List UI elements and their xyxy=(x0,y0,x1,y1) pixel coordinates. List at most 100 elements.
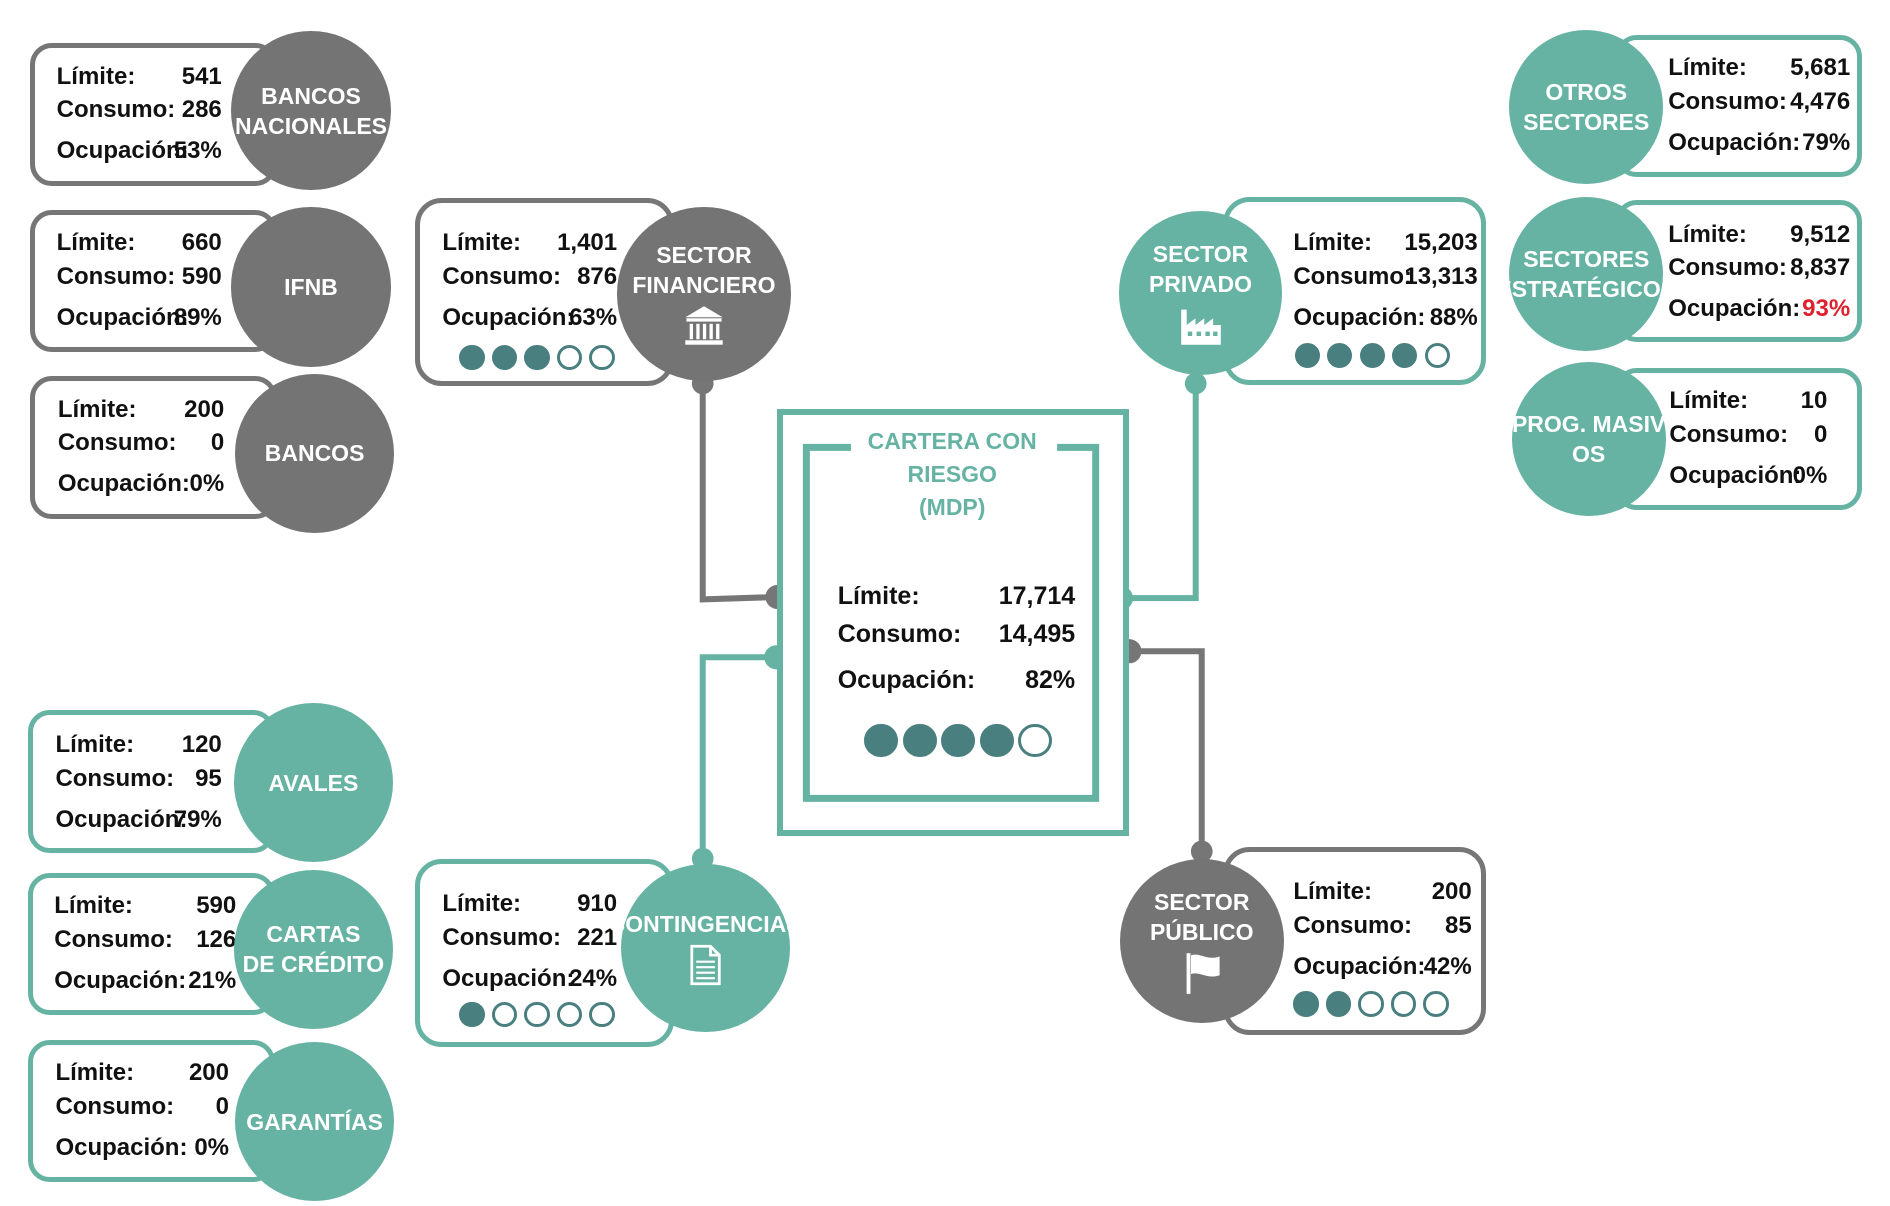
center-score xyxy=(864,723,1053,758)
consumo-label: Consumo: xyxy=(1668,254,1787,282)
bancos-circle[interactable]: BANCOS xyxy=(235,373,395,533)
garantias-name: GARANTÍAS xyxy=(246,1108,383,1135)
ocupacion-label: Ocupación: xyxy=(1668,129,1801,157)
score-dot-filled xyxy=(1327,342,1353,368)
consumo-value: 14,495 xyxy=(998,619,1076,648)
ocupacion-label: Ocupación: xyxy=(55,805,188,833)
score-dot-filled xyxy=(1294,342,1320,368)
cartas_de_credito-circle[interactable]: CARTAS DE CRÉDITO xyxy=(233,869,393,1029)
ocupacion-row: Ocupación:89% xyxy=(57,304,222,338)
score-dot-empty xyxy=(1390,991,1417,1017)
score-dot-empty xyxy=(491,1002,518,1028)
ocupacion-label: Ocupación: xyxy=(1669,461,1802,489)
sector_financiero-name: SECTOR FINANCIERO xyxy=(632,242,776,299)
ocupacion-value: 0% xyxy=(194,1133,229,1161)
limite-row: Límite:590 xyxy=(54,892,236,926)
limite-label: Límite: xyxy=(57,395,137,423)
sectores_estrategicos-name: SECTORES ESTRATÉGICOS xyxy=(1496,245,1677,302)
ocupacion-row: Ocupación:24% xyxy=(442,965,617,999)
ifnb-circle[interactable]: IFNB xyxy=(231,207,391,367)
prog_masivos-circle[interactable]: PROG. MASIV OS xyxy=(1511,361,1666,517)
consumo-value: 0 xyxy=(215,1092,229,1120)
limite-label: Límite: xyxy=(442,229,522,257)
score-dot-empty xyxy=(1424,342,1450,368)
consumo-label: Consumo: xyxy=(56,262,176,290)
document-icon xyxy=(690,944,721,985)
consumo-row: Consumo:8,837 xyxy=(1668,254,1850,288)
ocupacion-value: 82% xyxy=(1025,665,1076,694)
sector_financiero-circle[interactable]: SECTOR FINANCIERO xyxy=(617,207,791,382)
ocupacion-row: Ocupación:88% xyxy=(1293,304,1477,338)
consumo-row: Consumo:126 xyxy=(54,926,236,960)
cartas_de_credito-name: CARTAS DE CRÉDITO xyxy=(242,921,385,978)
limite-row: Límite: 200 xyxy=(58,396,224,430)
score-dot-filled xyxy=(979,723,1014,758)
score-dot-empty xyxy=(1423,991,1449,1017)
ocupacion-label: Ocupación: xyxy=(1668,295,1801,323)
ocupacion-value: 24% xyxy=(569,964,618,992)
consumo-label: Consumo: xyxy=(442,923,562,951)
consumo-value: 13,313 xyxy=(1404,262,1478,290)
garantias-circle[interactable]: GARANTÍAS xyxy=(235,1042,395,1202)
consumo-row: Consumo:95 xyxy=(55,765,221,799)
ocupacion-row: Ocupación:63% xyxy=(442,304,617,338)
consumo-label: Consumo: xyxy=(54,926,173,954)
consumo-row: Consumo:13,313 xyxy=(1293,263,1477,297)
consumo-value: 8,837 xyxy=(1790,254,1851,282)
bank-icon xyxy=(685,306,723,345)
ocupacion-label: Ocupación: xyxy=(56,137,189,165)
consumo-value: 876 xyxy=(577,262,618,290)
score-dot-filled xyxy=(941,723,976,758)
limite-value: 17,714 xyxy=(998,582,1076,611)
contingencias-name: CONTINGENCIAS xyxy=(608,910,802,937)
score-dot-filled xyxy=(1392,342,1418,368)
ocupacion-label: Ocupación: xyxy=(55,1133,188,1161)
contingencias-score xyxy=(459,1002,615,1028)
limite-label: Límite: xyxy=(55,730,135,758)
limite-value: 15,203 xyxy=(1404,229,1478,257)
sector_privado-score xyxy=(1294,342,1450,368)
otros_sectores-circle[interactable]: OTROS SECTORES xyxy=(1509,30,1664,185)
limite-row: Límite:9,512 xyxy=(1668,221,1850,255)
bancos_nacionales-circle[interactable]: BANCOS NACIONALES xyxy=(231,31,391,191)
score-dot-filled xyxy=(491,344,518,371)
ocupacion-value: 79% xyxy=(173,805,222,833)
consumo-label: Consumo: xyxy=(442,262,562,290)
ocupacion-row: Ocupación:0% xyxy=(58,470,224,504)
avales-circle[interactable]: AVALES xyxy=(233,703,393,863)
ocupacion-value: 21% xyxy=(188,967,237,995)
center-title: CARTERA CON RIESGO (MDP) xyxy=(867,427,1037,520)
sector_privado-circle[interactable]: SECTOR PRIVADO xyxy=(1118,211,1283,375)
sector_privado-name: SECTOR PRIVADO xyxy=(1148,241,1253,298)
ocupacion-value: 79% xyxy=(1802,129,1851,157)
limite-value: 200 xyxy=(188,1058,229,1086)
consumo-label: Consumo: xyxy=(1293,262,1412,290)
score-dot-filled xyxy=(1293,991,1319,1017)
consumo-label: Consumo: xyxy=(837,619,962,648)
limite-label: Límite: xyxy=(1669,387,1749,415)
otros_sectores-name: OTROS SECTORES xyxy=(1523,79,1650,136)
consumo-row: Consumo:0 xyxy=(1669,421,1827,455)
limite-value: 10 xyxy=(1800,387,1828,415)
privado-connector-node xyxy=(1184,372,1207,395)
limite-row: Límite:15,203 xyxy=(1293,229,1477,263)
consumo-value: 85 xyxy=(1445,911,1472,939)
sector_publico-circle[interactable]: SECTOR PÚBLICO xyxy=(1119,858,1284,1023)
ocupacion-label: Ocupación: xyxy=(1293,952,1426,980)
limite-row: Límite:200 xyxy=(1293,878,1471,912)
sector_publico-score xyxy=(1293,991,1449,1017)
bancos-name: BANCOS xyxy=(264,440,365,467)
limite-row: Límite: 10 xyxy=(1669,387,1827,421)
ifnb-name: IFNB xyxy=(284,274,338,301)
privado-connector xyxy=(1120,383,1199,602)
contingencias-circle[interactable]: CONTINGENCIAS xyxy=(609,863,802,1033)
limite-value: 5,681 xyxy=(1790,54,1851,82)
score-dot-filled xyxy=(1359,342,1385,368)
sectores_estrategicos-circle[interactable]: SECTORES ESTRATÉGICOS xyxy=(1496,196,1676,351)
ocupacion-row: Ocupación:21% xyxy=(54,967,236,1001)
score-dot-empty xyxy=(556,344,583,371)
limite-value: 200 xyxy=(184,395,225,423)
ocupacion-value: 53% xyxy=(173,137,222,165)
limite-label: Límite: xyxy=(54,892,133,920)
